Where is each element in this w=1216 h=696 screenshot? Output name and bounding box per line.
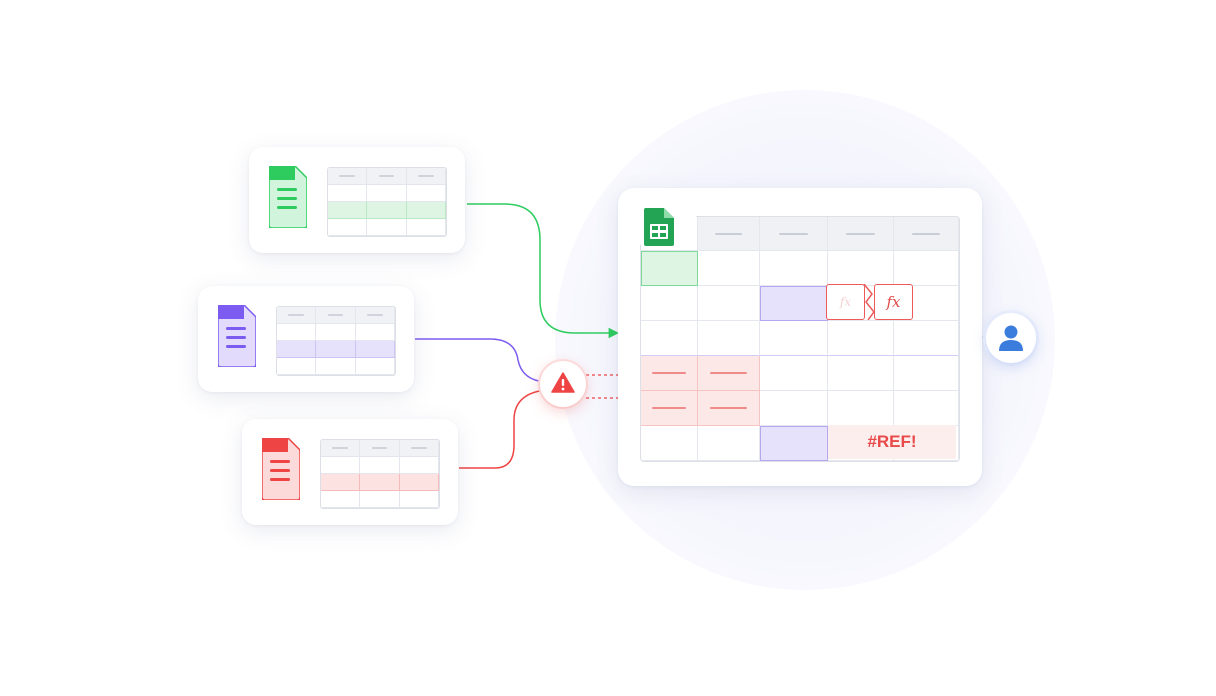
table-cell bbox=[360, 491, 400, 508]
table-cell bbox=[406, 219, 446, 236]
user-icon bbox=[999, 325, 1023, 351]
spreadsheet-icon-badge bbox=[640, 206, 696, 248]
main-spreadsheet-card: #REF! fx fx bbox=[618, 188, 982, 486]
ref-error-cell: #REF! bbox=[828, 425, 956, 459]
red-source-table bbox=[320, 439, 440, 509]
highlighted-cell bbox=[367, 202, 407, 219]
table-cell bbox=[321, 491, 361, 508]
table-header-cell bbox=[360, 440, 400, 457]
purple-source-card bbox=[198, 286, 414, 392]
highlighted-cell bbox=[355, 341, 395, 358]
table-cell bbox=[367, 185, 407, 202]
highlighted-cell bbox=[328, 202, 368, 219]
grid-cell bbox=[760, 321, 828, 356]
grid-cell bbox=[760, 356, 828, 391]
broken-link-cell bbox=[698, 391, 760, 426]
grid-cell bbox=[894, 321, 959, 356]
table-header-cell bbox=[367, 168, 407, 185]
table-header-cell bbox=[321, 440, 361, 457]
highlighted-cell bbox=[406, 202, 446, 219]
grid-cell bbox=[828, 321, 894, 356]
header-cell bbox=[894, 217, 959, 251]
highlighted-cell bbox=[277, 341, 317, 358]
broken-formula-right: fx bbox=[874, 284, 913, 320]
purple-document-icon bbox=[218, 305, 256, 367]
grid-cell bbox=[760, 251, 828, 286]
green-document-icon bbox=[269, 166, 307, 228]
red-document-icon bbox=[262, 438, 300, 500]
grid-cell bbox=[828, 356, 894, 391]
red-source-card bbox=[242, 419, 458, 525]
broken-link-cell bbox=[641, 356, 698, 391]
grid-cell bbox=[641, 286, 698, 321]
broken-link-cell bbox=[698, 356, 760, 391]
table-cell bbox=[277, 358, 317, 375]
grid-cell bbox=[698, 286, 760, 321]
header-cell bbox=[828, 217, 894, 251]
grid-cell bbox=[760, 391, 828, 426]
table-cell bbox=[355, 358, 395, 375]
green-connector bbox=[467, 203, 620, 339]
broken-formula-left: fx bbox=[826, 284, 865, 320]
grid-cell bbox=[894, 251, 959, 286]
table-cell bbox=[406, 185, 446, 202]
red-connector bbox=[459, 389, 546, 469]
purple-source-table bbox=[276, 306, 396, 376]
highlighted-cell bbox=[321, 474, 361, 491]
green-source-card bbox=[249, 147, 465, 253]
grid-cell bbox=[828, 251, 894, 286]
grid-cell bbox=[698, 426, 760, 461]
table-cell bbox=[399, 491, 439, 508]
green-linked-cell bbox=[641, 251, 698, 286]
table-cell bbox=[328, 185, 368, 202]
table-cell bbox=[277, 324, 317, 341]
purple-linked-cell bbox=[760, 426, 828, 461]
grid-cell bbox=[641, 321, 698, 356]
grid-cell bbox=[828, 391, 894, 426]
table-cell bbox=[355, 324, 395, 341]
user-avatar[interactable] bbox=[986, 313, 1036, 363]
table-cell bbox=[321, 457, 361, 474]
green-source-table bbox=[327, 167, 447, 237]
table-cell bbox=[367, 219, 407, 236]
purple-connector bbox=[415, 338, 546, 383]
grid-cell bbox=[698, 251, 760, 286]
table-header-cell bbox=[355, 307, 395, 324]
table-header-cell bbox=[406, 168, 446, 185]
grid-cell bbox=[894, 391, 959, 426]
purple-linked-cell bbox=[760, 286, 828, 321]
table-header-cell bbox=[316, 307, 356, 324]
table-cell bbox=[316, 358, 356, 375]
broken-link-cell bbox=[641, 391, 698, 426]
header-cell bbox=[698, 217, 760, 251]
table-cell bbox=[399, 457, 439, 474]
spreadsheet-icon bbox=[644, 208, 674, 246]
highlighted-cell bbox=[399, 474, 439, 491]
header-cell bbox=[760, 217, 828, 251]
table-header-cell bbox=[277, 307, 317, 324]
table-cell bbox=[360, 457, 400, 474]
warning-icon bbox=[551, 372, 575, 393]
broken-formula-crack bbox=[863, 284, 875, 320]
table-cell bbox=[316, 324, 356, 341]
table-header-cell bbox=[328, 168, 368, 185]
highlighted-cell bbox=[360, 474, 400, 491]
grid-cell bbox=[698, 321, 760, 356]
table-cell bbox=[328, 219, 368, 236]
table-header-cell bbox=[399, 440, 439, 457]
highlighted-cell bbox=[316, 341, 356, 358]
grid-cell bbox=[641, 426, 698, 461]
grid-cell bbox=[894, 356, 959, 391]
warning-badge bbox=[540, 361, 586, 407]
